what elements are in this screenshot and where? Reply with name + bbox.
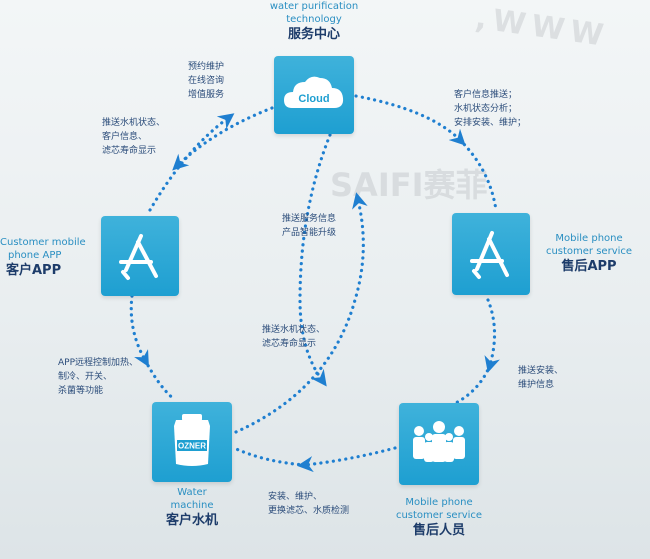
note-line: 水机状态分析；: [454, 104, 518, 114]
service-app-en-line-1: Mobile phone: [555, 233, 623, 244]
note-line: 在线咨询: [188, 76, 225, 86]
arc-service-app-to-staff-tail: [443, 363, 492, 410]
service-staff-node[interactable]: [399, 403, 479, 485]
arrow-customer-app-to-cloud: [148, 113, 235, 212]
service-staff-en-line-1: Mobile phone: [405, 497, 473, 508]
note-staff-to-machine: 安装、维护、 更换滤芯、水质检测: [268, 490, 349, 518]
water-bucket-icon: OZNER: [174, 414, 210, 466]
note-line: 客户信息推送；: [454, 90, 518, 100]
arrow-cloud-to-customer-app: [172, 106, 274, 171]
people-group-icon: [413, 421, 465, 462]
note-line: APP远程控制加热、: [58, 358, 139, 368]
cloud-icon-label: Cloud: [298, 93, 329, 105]
note-service-to-staff: 推送安装、 维护信息: [518, 364, 563, 392]
note-line: 维护信息: [518, 380, 555, 390]
note-line: 滤芯寿命显示: [262, 339, 317, 349]
arc-customer-app-to-machine-tail: [143, 358, 177, 402]
note-line: 滤芯寿命显示: [102, 146, 157, 156]
note-line: 更换滤芯、水质检测: [268, 506, 350, 516]
arc-staff-to-machine-tail: [232, 446, 307, 467]
service-staff-cn-label: 售后人员: [412, 523, 465, 538]
app-store-icon: [119, 234, 158, 280]
cloud-service-en-line-2: technology: [286, 14, 342, 25]
arrow-customer-app-to-machine: [129, 294, 149, 367]
app-store-icon: [470, 231, 509, 279]
cloud-service-caption: water purification technology 服务中心: [234, 0, 394, 43]
note-line: 安装、维护、: [268, 492, 323, 502]
cloud-service-cn-label: 服务中心: [287, 27, 340, 42]
arc-cloud-to-service-app-tail: [458, 138, 498, 212]
note-cloud-to-machine-inner: 推送水机状态、 滤芯寿命显示: [262, 323, 325, 351]
note-line: 推送服务信息: [282, 214, 337, 224]
cloud-icon: Cloud: [284, 76, 344, 108]
customer-app-caption: Customer mobile phone APP 客户APP: [0, 236, 96, 279]
note-cloud-to-customer-top: 预约维护 在线咨询 增值服务: [188, 60, 224, 102]
service-app-cn-label: 售后APP: [561, 259, 617, 274]
service-app-en-line-2: customer service: [545, 246, 633, 257]
arrow-cloud-to-machine: [298, 133, 332, 387]
service-app-node[interactable]: [452, 213, 530, 295]
arrow-cloud-to-service-app: [354, 94, 466, 146]
note-line: 客户信息、: [102, 132, 148, 142]
arrow-machine-to-cloud: [234, 192, 368, 434]
service-staff-en-line-2: customer service: [395, 510, 483, 521]
note-cloud-to-customer-bottom: 推送水机状态、 客户信息、 滤芯寿命显示: [102, 116, 165, 158]
water-machine-cn-label: 客户水机: [165, 513, 218, 528]
customer-app-en-line-2: phone APP: [8, 250, 62, 261]
cloud-service-en-line-1: water purification: [269, 1, 359, 12]
water-machine-node[interactable]: OZNER: [152, 402, 232, 482]
water-machine-en-line-1: Water: [177, 487, 207, 498]
note-line: 增值服务: [188, 90, 225, 100]
arrow-staff-to-machine: [297, 446, 397, 473]
customer-app-en-line-1: Customer mobile: [0, 237, 86, 248]
note-machine-to-cloud: 推送服务信息 产品智能升级: [282, 212, 336, 240]
service-staff-caption: Mobile phone customer service 售后人员: [374, 496, 504, 539]
water-machine-en-line-2: machine: [170, 500, 214, 511]
note-line: 推送水机状态、: [262, 325, 326, 335]
cloud-service-node[interactable]: Cloud: [274, 56, 354, 134]
customer-app-cn-label: 客户APP: [6, 263, 62, 278]
note-line: 安排安装、维护；: [454, 118, 527, 128]
note-cloud-to-service: 客户信息推送； 水机状态分析； 安排安装、维护；: [454, 88, 526, 130]
note-line: 推送水机状态、: [102, 118, 166, 128]
customer-app-node[interactable]: [101, 216, 179, 296]
note-line: 预约维护: [188, 62, 225, 72]
arrow-service-app-to-staff: [484, 298, 500, 373]
water-machine-caption: Water machine 客户水机: [132, 486, 252, 529]
note-line: 杀菌等功能: [58, 386, 104, 396]
water-machine-icon-label: OZNER: [178, 442, 206, 451]
note-line: 产品智能升级: [282, 228, 337, 238]
note-line: 制冷、开关、: [58, 372, 113, 382]
note-customer-to-machine: APP远程控制加热、 制冷、开关、 杀菌等功能: [58, 356, 138, 398]
service-app-caption: Mobile phone customer service 售后APP: [530, 232, 648, 275]
note-line: 推送安装、: [518, 366, 564, 376]
